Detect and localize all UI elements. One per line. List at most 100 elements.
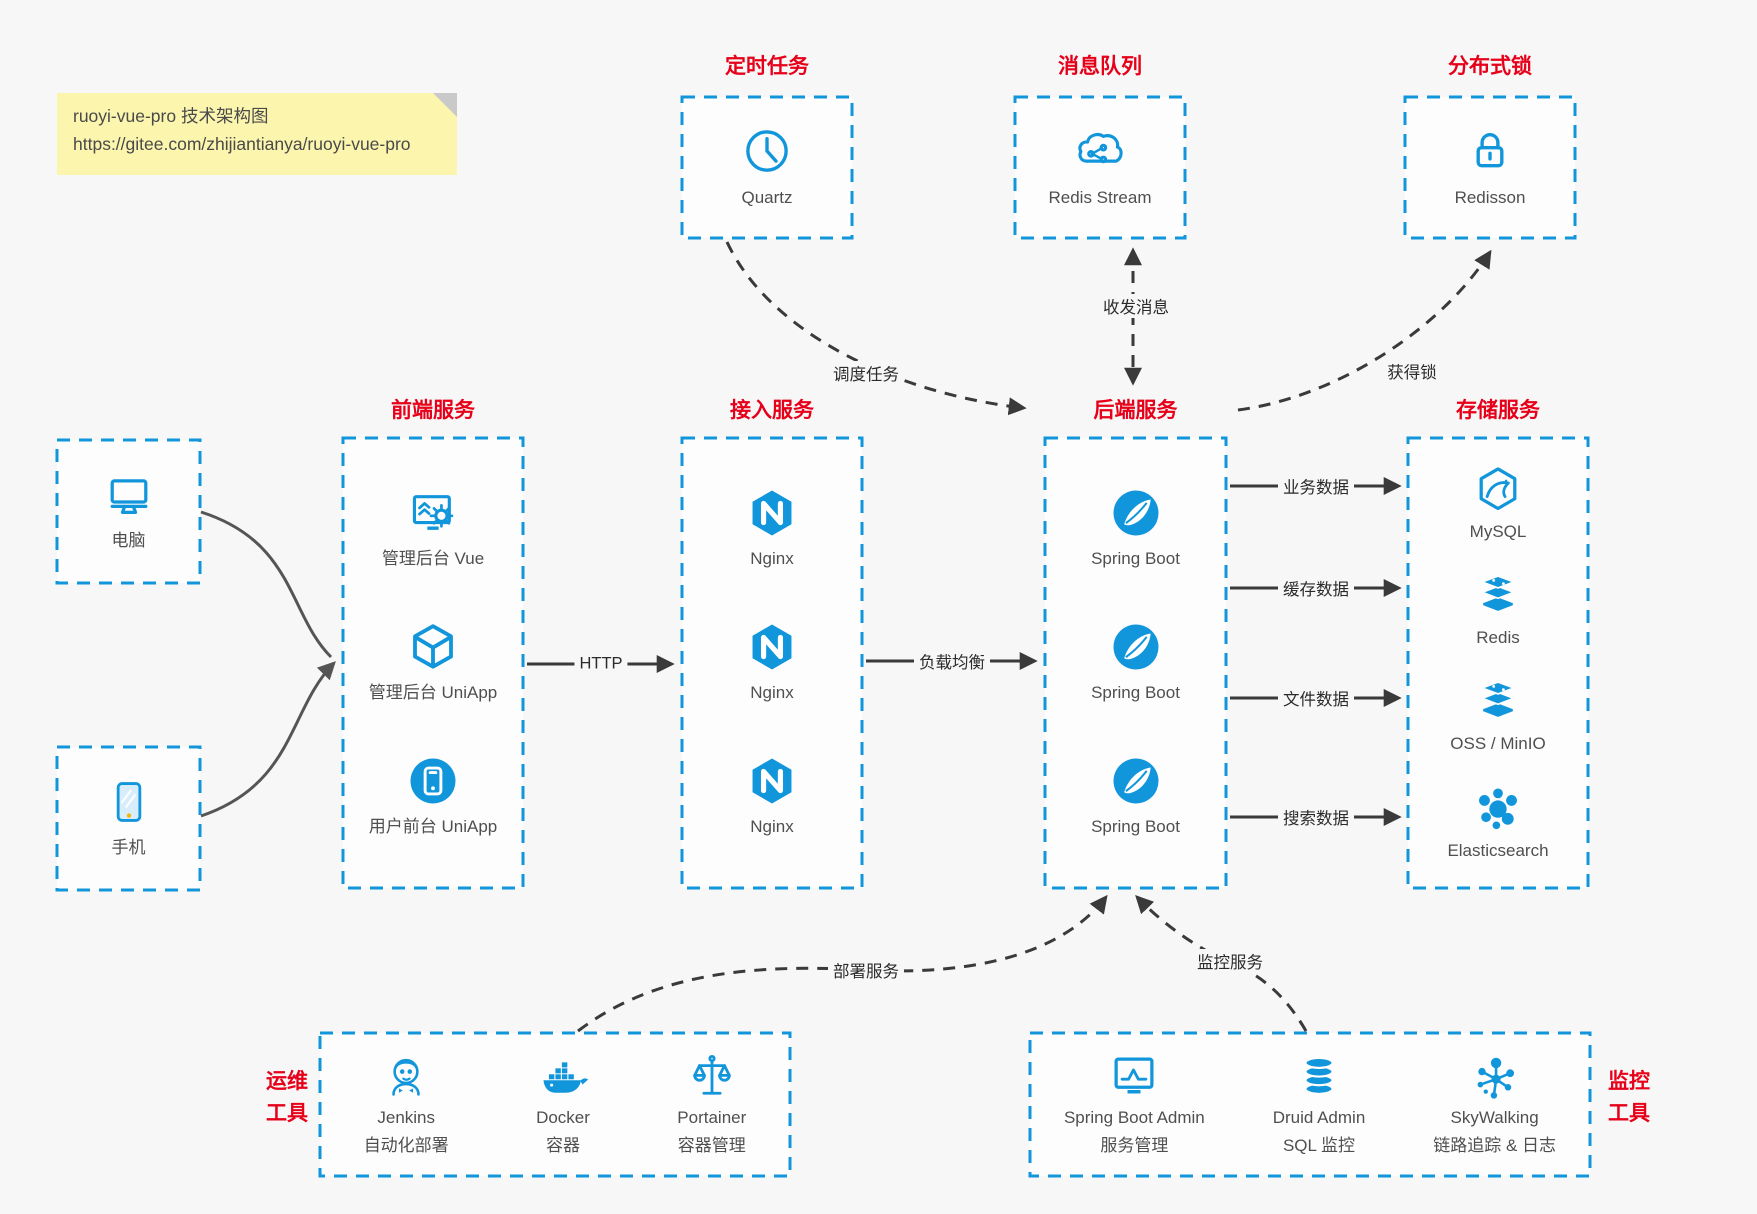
node-label-admin-uniapp: 管理后台 UniApp [368,683,498,703]
spring-boot-icon [1113,624,1158,670]
node-label-redis-stream: Redis Stream [1048,188,1152,208]
node-label-nginx-1: Nginx [750,549,794,569]
druid-database-icon [1304,1056,1334,1095]
node-druid-admin: Druid Admin SQL 监控 [1272,1051,1366,1158]
node-springboot-3: Spring Boot [1091,754,1180,840]
gateway-column: Nginx Nginx Nginx [682,438,862,888]
node-label-mysql: MySQL [1469,521,1527,541]
node-label-docker-name: Docker [536,1107,590,1127]
node-mysql: MySQL [1469,463,1527,545]
sticky-note: ruoyi-vue-pro 技术架构图 https://gitee.com/zh… [57,93,457,175]
monitoring-side-title: 监控 工具 [1608,1066,1650,1129]
node-label-skywalking-desc: 链路追踪 & 日志 [1433,1135,1557,1155]
admin-vue-icon [412,495,454,531]
edge-label-acquire-lock: 获得锁 [1382,359,1442,383]
arrow-phone-to-frontend [200,661,336,818]
node-label-druid-desc: SQL 监控 [1282,1135,1356,1155]
backend-column: Spring Boot Spring Boot Spring Boot [1045,438,1226,888]
arrow-computer-to-frontend [200,510,333,659]
node-label-springboot-1: Spring Boot [1091,549,1180,569]
client-arrows [200,510,336,818]
edge-label-cache-data: 缓存数据 [1278,576,1354,600]
computer-icon [110,479,147,515]
node-jenkins: Jenkins 自动化部署 [364,1051,449,1158]
devops-title-line2: 工具 [266,1101,308,1125]
spring-boot-icon [1113,758,1158,804]
node-redisson: Redisson [1405,97,1575,238]
group-title-scheduler: 定时任务 [725,55,809,78]
node-label-docker-desc: 容器 [545,1135,580,1155]
node-nginx-3: Nginx [745,754,799,840]
nginx-icon [752,624,792,670]
node-admin-vue: 管理后台 Vue [382,486,484,572]
redis-icon [1481,575,1515,613]
node-label-sba-desc: 服务管理 [1100,1135,1169,1155]
cloud-stream-icon [1078,133,1123,164]
node-label-admin-vue: 管理后台 Vue [381,549,485,569]
node-label-oss-minio: OSS / MinIO [1450,734,1546,754]
node-label-phone: 手机 [111,838,146,858]
edge-label-load-balance: 负载均衡 [914,649,990,673]
devops-row: Jenkins 自动化部署 Docker 容器 [320,1033,790,1176]
monitoring-row: Spring Boot Admin 服务管理 Druid Admin SQL 监… [1030,1033,1590,1176]
node-label-springboot-2: Spring Boot [1091,683,1180,703]
edge-label-monitor-service: 监控服务 [1192,949,1268,973]
node-label-springboot-3: Spring Boot [1091,817,1180,837]
note-url: https://gitee.com/zhijiantianya/ruoyi-vu… [73,134,411,154]
node-quartz: Quartz [682,97,852,238]
node-skywalking: SkyWalking 链路追踪 & 日志 [1433,1051,1556,1158]
node-phone: 手机 [57,747,200,890]
jenkins-icon [392,1058,420,1096]
node-label-nginx-3: Nginx [750,817,794,837]
node-label-computer: 电脑 [111,531,146,551]
spring-boot-icon [1113,490,1158,536]
nginx-icon [752,758,792,804]
edge-label-send-receive: 收发消息 [1098,294,1174,318]
node-oss-minio: OSS / MinIO [1450,675,1546,757]
lock-icon [1476,133,1504,168]
node-label-skywalking-name: SkyWalking [1450,1107,1539,1127]
node-admin-uniapp: 管理后台 UniApp [369,620,497,706]
node-label-druid-name: Druid Admin [1272,1107,1366,1127]
devops-side-title: 运维 工具 [233,1066,308,1129]
skywalking-graph-icon [1477,1057,1514,1099]
devops-title-line1: 运维 [266,1070,308,1093]
oss-icon [1481,681,1515,720]
group-title-storage: 存储服务 [1456,399,1540,422]
node-redis-stream: Redis Stream [1015,97,1185,238]
node-label-redis: Redis [1476,628,1520,648]
node-docker: Docker 容器 [536,1051,590,1158]
docker-icon [543,1062,589,1093]
node-label-portainer-name: Portainer [677,1107,747,1127]
clock-icon [746,130,788,172]
group-title-mq: 消息队列 [1058,55,1142,78]
node-label-nginx-2: Nginx [750,683,794,703]
arrow-acquire-lock [1237,249,1492,412]
node-nginx-2: Nginx [745,620,799,706]
node-springboot-1: Spring Boot [1091,486,1180,572]
mysql-icon [1479,467,1517,510]
node-user-uniapp: 用户前台 UniApp [369,754,497,840]
node-label-sba-name: Spring Boot Admin [1063,1107,1205,1127]
node-label-elasticsearch: Elasticsearch [1447,840,1549,860]
node-redis: Redis [1472,569,1524,651]
node-nginx-1: Nginx [745,486,799,572]
springboot-admin-icon [1114,1057,1154,1094]
frontend-column: 管理后台 Vue 管理后台 UniApp 用户前台 UniApp [343,438,523,888]
edge-label-schedule-task: 调度任务 [828,361,904,385]
node-label-jenkins-name: Jenkins [377,1107,435,1127]
node-springboot-admin: Spring Boot Admin 服务管理 [1064,1051,1205,1158]
node-label-jenkins-desc: 自动化部署 [363,1135,449,1155]
group-title-gateway: 接入服务 [730,399,814,422]
node-computer: 电脑 [57,440,200,583]
edge-label-file-data: 文件数据 [1278,686,1354,710]
node-springboot-2: Spring Boot [1091,620,1180,706]
portainer-scales-icon [693,1054,731,1095]
node-elasticsearch: Elasticsearch [1447,782,1549,864]
group-title-frontend: 前端服务 [391,399,475,422]
edge-label-search-data: 搜索数据 [1278,805,1354,829]
elasticsearch-icon [1479,788,1517,829]
group-title-backend: 后端服务 [1093,399,1178,422]
phone-icon [116,782,141,822]
